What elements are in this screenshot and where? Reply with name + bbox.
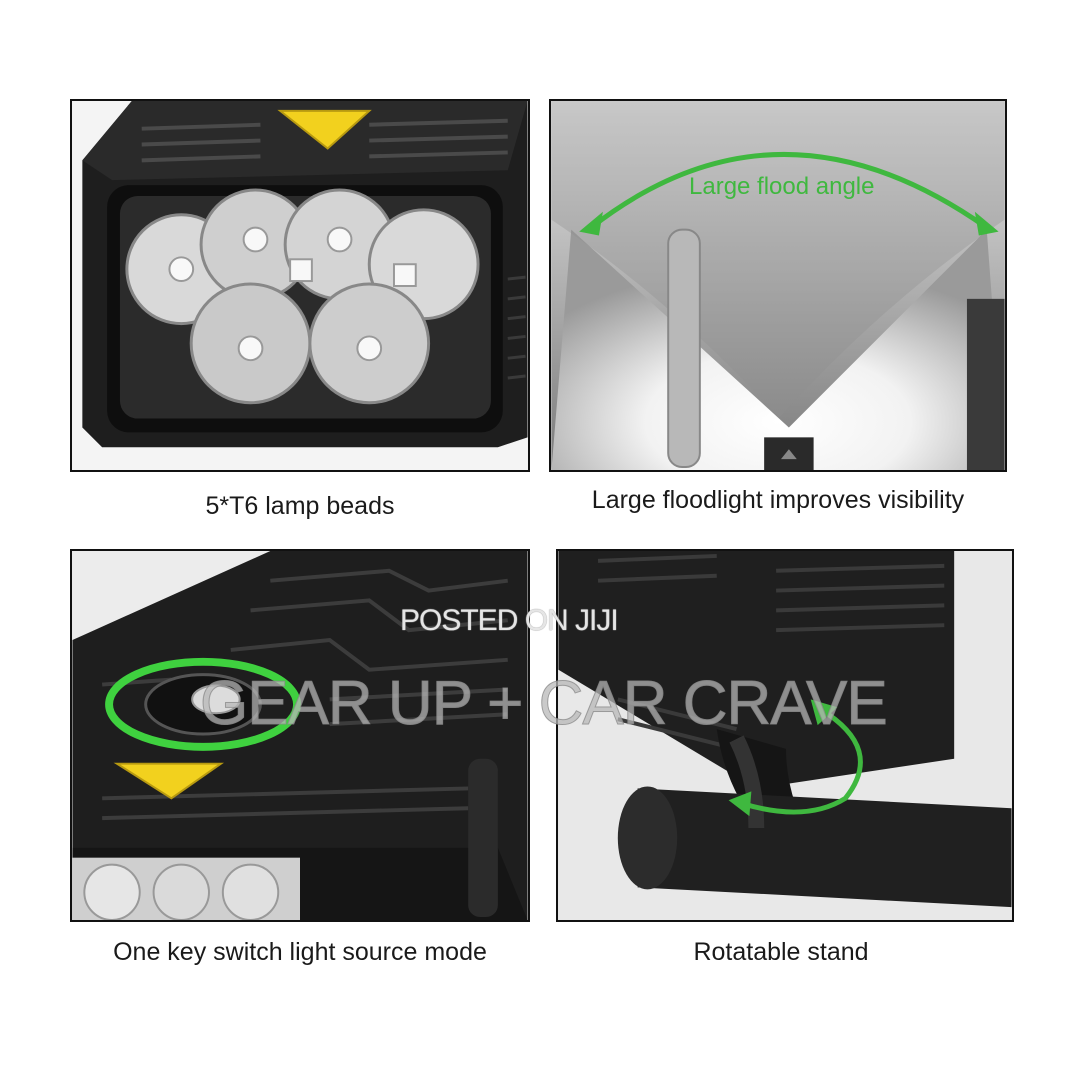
caption-rotatable-stand: Rotatable stand — [693, 938, 869, 966]
green-highlight-ring — [105, 657, 301, 751]
flood-light-illustration — [551, 101, 1005, 470]
warning-triangle-icon — [277, 109, 372, 150]
led-reflector-cluster — [125, 188, 480, 405]
lamp-beads-illustration — [72, 101, 528, 470]
flood-angle-photo: Large flood angle — [549, 99, 1007, 472]
warning-triangle-icon — [113, 762, 224, 800]
arrow-up-icon — [780, 449, 797, 460]
caption-switch: One key switch light source mode — [113, 938, 487, 966]
stand-illustration — [558, 551, 1012, 920]
rotate-arrow-icon — [740, 707, 863, 815]
caption-floodlight: Large floodlight improves visibility — [591, 486, 965, 514]
switch-button-photo — [70, 549, 530, 922]
rotatable-stand-photo — [556, 549, 1014, 922]
switch-illustration — [72, 551, 528, 920]
caption-lamp-beads: 5*T6 lamp beads — [205, 492, 395, 520]
arc-arrow-left-icon — [579, 211, 603, 236]
flood-angle-label: Large flood angle — [689, 173, 875, 200]
lamp-beads-photo — [70, 99, 530, 472]
power-button-icon — [191, 684, 241, 715]
arc-arrow-right-icon — [974, 211, 999, 236]
